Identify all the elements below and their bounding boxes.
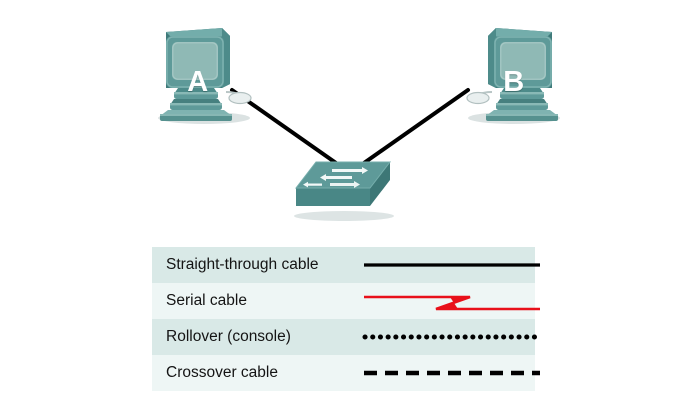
legend-sample-serial bbox=[362, 283, 542, 319]
legend-label-straight-through: Straight-through cable bbox=[166, 256, 319, 273]
desktop-computer-icon bbox=[466, 28, 560, 124]
workstation-a-label: A bbox=[187, 66, 209, 98]
serial-lightning-line-icon bbox=[364, 295, 540, 311]
legend-row: Serial cable bbox=[152, 283, 540, 319]
legend-sample-rollover bbox=[362, 319, 542, 355]
legend-row: Crossover cable bbox=[152, 355, 540, 391]
desktop-computer-icon bbox=[158, 28, 252, 124]
legend-label-rollover: Rollover (console) bbox=[166, 328, 291, 345]
legend-label-serial: Serial cable bbox=[166, 292, 247, 309]
network-switch-icon bbox=[294, 161, 394, 221]
link-pc-b-to-switch bbox=[352, 88, 470, 172]
switch-arrows bbox=[303, 167, 368, 188]
workstation-b-label: B bbox=[503, 66, 525, 98]
legend-row: Straight-through cable bbox=[152, 247, 540, 283]
cable-type-legend: Straight-through cable Serial cable Roll… bbox=[152, 247, 542, 391]
legend-sample-crossover bbox=[362, 355, 542, 391]
dotted-line-icon bbox=[362, 334, 542, 340]
legend-label-crossover: Crossover cable bbox=[166, 364, 278, 381]
network-switch[interactable] bbox=[286, 160, 400, 222]
workstation-a[interactable]: A bbox=[152, 26, 260, 126]
legend-sample-straight-through bbox=[362, 247, 542, 283]
legend-row: Rollover (console) bbox=[152, 319, 542, 355]
dashed-line-icon bbox=[364, 370, 540, 376]
workstation-b[interactable]: B bbox=[458, 26, 566, 126]
solid-line-icon bbox=[364, 263, 540, 267]
